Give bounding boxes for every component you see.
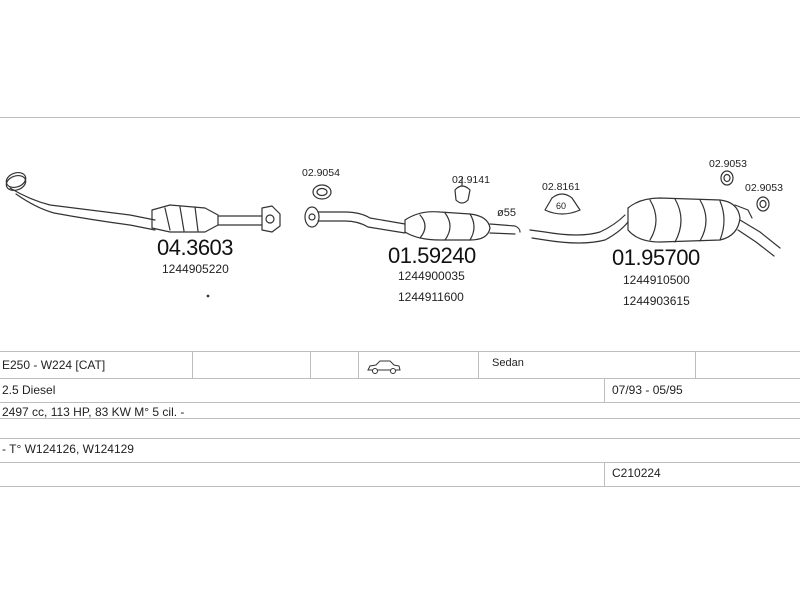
table-line [0, 378, 800, 379]
oem-number-middle-silencer-1: 1244900035 [398, 269, 465, 283]
table-line [0, 486, 800, 487]
small-parts-drawing [312, 170, 770, 215]
diagram-top-border [0, 117, 800, 118]
chassis-cell: - T° W124126, W124129 [2, 442, 134, 456]
oem-number-front-pipe: 1244905220 [162, 262, 229, 276]
oem-number-rear-silencer-2: 1244903615 [623, 294, 690, 308]
front-pipe-catalyst-drawing [5, 171, 281, 233]
small-part-code-ring-1: 02.9054 [302, 167, 340, 179]
small-part-code-hanger: 02.9141 [452, 174, 490, 186]
table-line [0, 351, 800, 352]
engine-cell: 2.5 Diesel [2, 383, 56, 397]
table-divider [310, 351, 311, 378]
part-code-rear-silencer: 01.95700 [612, 245, 700, 270]
part-code-front-pipe: 04.3603 [157, 235, 234, 260]
table-line [0, 418, 800, 419]
table-divider [604, 462, 605, 486]
table-line [0, 402, 800, 403]
body-type-cell: Sedan [492, 357, 524, 369]
rear-silencer-drawing [529, 197, 781, 257]
exhaust-parts-drawing [5, 170, 781, 298]
table-line [0, 438, 800, 439]
table-divider [192, 351, 193, 378]
intermediate-pipe-silencer-drawing [304, 206, 521, 241]
oem-number-middle-silencer-2: 1244911600 [398, 290, 464, 304]
sedan-car-icon [367, 360, 401, 374]
table-divider [478, 351, 479, 378]
table-divider [358, 351, 359, 378]
small-part-code-clamp: 02.8161 [542, 181, 580, 193]
oem-number-rear-silencer-1: 1244910500 [623, 273, 690, 287]
diameter-label: ø55 [497, 207, 516, 219]
reference-cell: C210224 [612, 466, 661, 480]
table-divider [695, 351, 696, 378]
part-code-middle-silencer: 01.59240 [388, 243, 476, 268]
small-part-code-ring-3: 02.9053 [745, 182, 783, 194]
clamp-number-label: 60 [556, 201, 567, 211]
table-line [0, 462, 800, 463]
model-cell: E250 - W224 [CAT] [2, 358, 106, 372]
years-cell: 07/93 - 05/95 [612, 383, 683, 397]
specs-cell: 2497 cc, 113 HP, 83 KW M° 5 cil. - [2, 405, 185, 419]
small-part-code-ring-2: 02.9053 [709, 158, 747, 170]
table-divider [604, 378, 605, 402]
